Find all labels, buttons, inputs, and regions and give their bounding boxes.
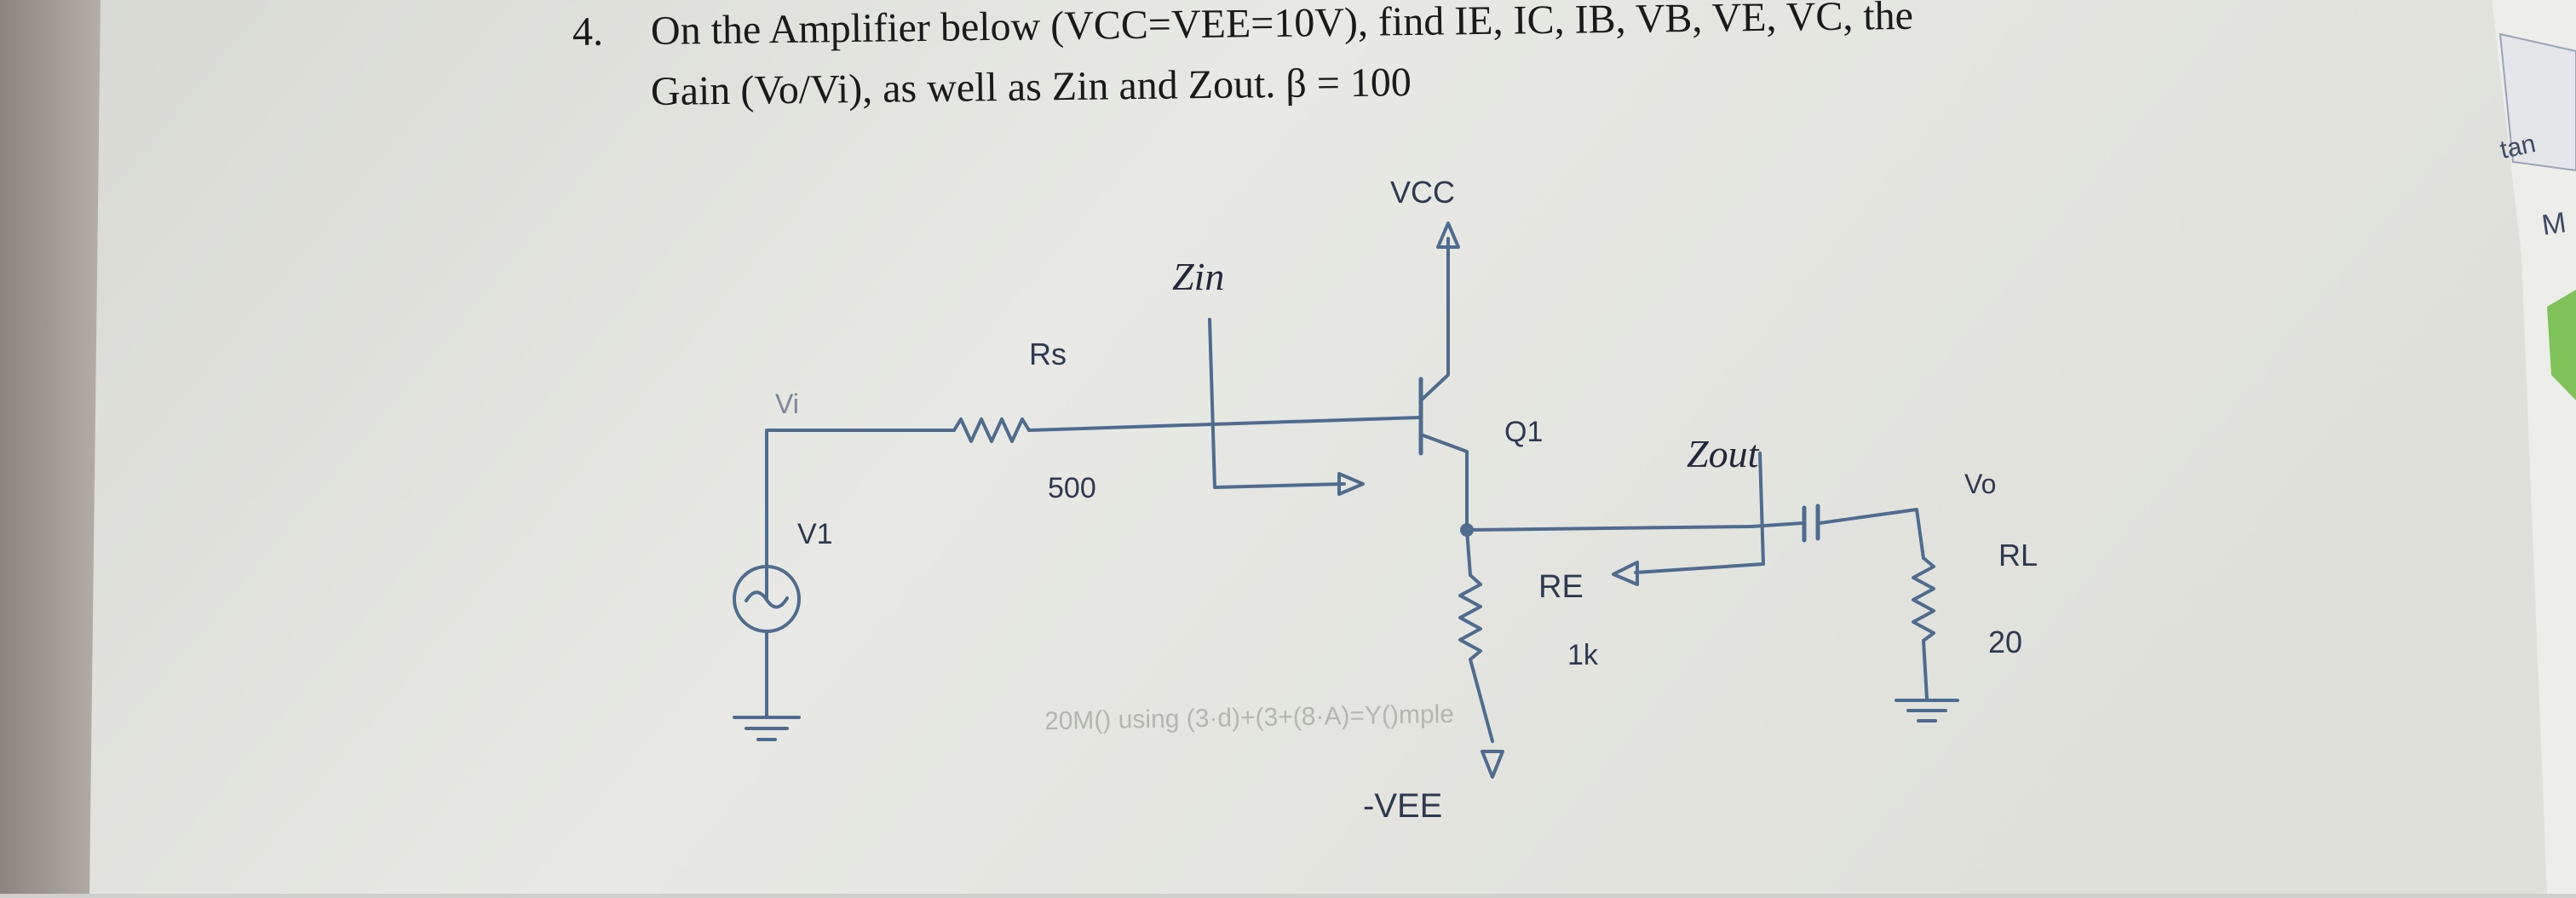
zout-bracket: [1634, 452, 1765, 574]
zout-label: Zout: [1687, 432, 1759, 475]
emitter-node-dot: [1460, 523, 1474, 537]
collector-lead: [1419, 237, 1450, 402]
booklet-tab: [2498, 32, 2576, 172]
zout-arrow-head: [1612, 561, 1639, 586]
base-wire: [1027, 416, 1423, 432]
rs-label: Rs: [1029, 337, 1067, 371]
rl-label: RL: [1998, 538, 2038, 573]
zin-bracket: [1208, 318, 1346, 489]
zin-arrow-head: [1337, 472, 1365, 496]
sine-wave: [745, 590, 789, 609]
green-tab: [2547, 290, 2576, 400]
cap-right-wire: [1818, 508, 1925, 560]
emitter-lead: [1419, 433, 1469, 530]
source-ground: [733, 716, 801, 741]
re-upper-wire: [1465, 528, 1472, 577]
rs-resistor: [952, 417, 1031, 443]
source-wire: [765, 429, 956, 600]
re-value: 1k: [1567, 639, 1598, 671]
vi-label: Vi: [775, 389, 799, 419]
vo-label: Vo: [1964, 469, 1997, 499]
rs-value: 500: [1048, 472, 1096, 504]
re-lower-wire: [1469, 658, 1494, 743]
vee-label: -VEE: [1363, 787, 1443, 825]
cap-left-wire: [1750, 521, 1804, 528]
emitter-node-wire: [1465, 525, 1753, 532]
vcc-arrow: [1436, 222, 1460, 249]
re-label: RE: [1538, 569, 1584, 605]
capacitor: [1802, 504, 1820, 543]
side-booklet: [2492, 0, 2576, 894]
vee-arrow: [1481, 750, 1504, 779]
vcc-label: VCC: [1390, 175, 1456, 210]
re-resistor: [1458, 573, 1482, 661]
rl-ground: [1895, 699, 1959, 722]
zin-label: Zin: [1172, 255, 1225, 298]
paper-sheet: [89, 0, 2576, 894]
v1-label: V1: [797, 518, 833, 550]
side-tab-text-2: M: [2539, 206, 2568, 242]
rl-value: 20: [1988, 625, 2023, 659]
q1-label: Q1: [1504, 416, 1544, 448]
rl-lower-wire: [1922, 639, 1929, 700]
rl-resistor: [1912, 556, 1935, 642]
